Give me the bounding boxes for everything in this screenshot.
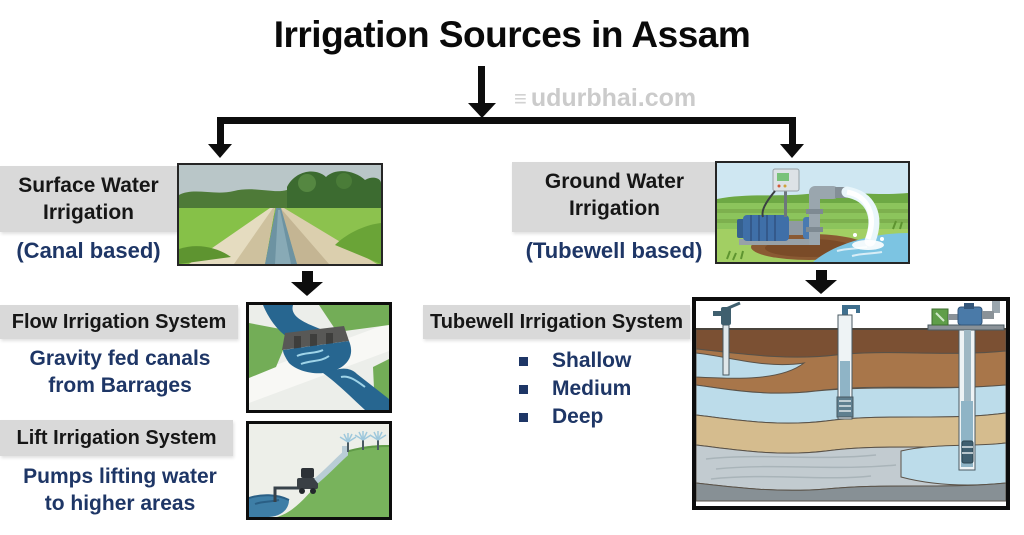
branch-horizontal-line	[217, 117, 796, 124]
pump-illustration	[715, 161, 910, 264]
title-arrow-stem	[478, 66, 485, 103]
lift-description-line1: Pumps lifting water	[23, 465, 217, 488]
tubewell-based-subheading: (Tubewell based)	[525, 238, 703, 263]
lift-irrigation-description: Pumps lifting water to higher areas	[5, 463, 235, 517]
canal-down-arrow-stem	[302, 271, 313, 283]
watermark-logo-icon: ≡	[514, 85, 527, 111]
lift-pump-glyph	[297, 468, 318, 494]
canal-down-arrowhead-icon	[291, 282, 323, 296]
ground-water-heading-line1: Ground Water	[544, 170, 685, 193]
watermark-text: udurbhai.com	[530, 84, 697, 112]
list-item: Deep	[505, 403, 685, 431]
tubewell-cross-section-illustration	[692, 297, 1010, 510]
page-title: Irrigation Sources in Assam	[273, 14, 751, 55]
surface-water-heading-box: Surface Water Irrigation	[0, 166, 177, 232]
lift-art	[249, 424, 389, 517]
bullet-label-medium: Medium	[552, 377, 632, 400]
pump-down-arrowhead-icon	[805, 280, 837, 294]
surface-water-heading-line2: Irrigation	[42, 201, 134, 224]
medium-tubewell-glyph	[836, 305, 860, 420]
list-item: Medium	[505, 375, 685, 403]
tubewell-bullet-list: Shallow Medium Deep	[505, 347, 685, 431]
tubewell-irrigation-heading-box: Tubewell Irrigation System	[423, 305, 690, 339]
motor-pump-glyph	[737, 215, 819, 245]
canal-based-subheading: (Canal based)	[16, 238, 161, 263]
pump-down-arrow-stem	[816, 270, 827, 281]
left-branch-arrowhead-icon	[208, 144, 232, 158]
deep-tubewell-glyph	[927, 301, 1005, 471]
barrage-illustration	[246, 302, 392, 413]
right-branch-arm	[789, 117, 796, 144]
lift-description-line2: to higher areas	[44, 492, 196, 515]
right-branch-arrowhead-icon	[780, 144, 804, 158]
bullet-label-deep: Deep	[552, 405, 604, 428]
ground-water-heading-line2: Irrigation	[568, 197, 660, 220]
shallow-handpump-glyph	[713, 301, 741, 376]
flow-irrigation-description: Gravity fed canals from Barrages	[5, 345, 235, 399]
bullet-label-shallow: Shallow	[552, 349, 632, 372]
canal-photo	[177, 163, 383, 266]
bullet-square-icon	[519, 412, 528, 422]
title-arrowhead-icon	[468, 103, 496, 118]
lift-irrigation-heading-box: Lift Irrigation System	[0, 420, 233, 456]
list-item: Shallow	[505, 347, 685, 375]
pump-art	[717, 163, 908, 262]
flow-description-line1: Gravity fed canals	[29, 347, 211, 370]
ground-water-heading-box: Ground Water Irrigation	[512, 162, 717, 232]
sprinklers-glyph	[339, 431, 387, 452]
control-box-glyph	[761, 168, 800, 218]
bullet-square-icon	[519, 384, 528, 394]
flow-description-line2: from Barrages	[48, 374, 192, 397]
watermark: ≡ udurbhai.com	[514, 84, 696, 113]
bullet-square-icon	[519, 356, 528, 366]
lift-illustration	[246, 421, 392, 520]
flow-irrigation-heading-box: Flow Irrigation System	[0, 305, 238, 339]
surface-water-heading-line1: Surface Water	[18, 174, 159, 197]
canal-photo-art	[179, 165, 381, 264]
tubewell-art	[696, 301, 1006, 506]
barrage-art	[249, 305, 389, 410]
left-branch-arm	[217, 117, 224, 144]
discharge-pipe-glyph	[806, 186, 847, 245]
